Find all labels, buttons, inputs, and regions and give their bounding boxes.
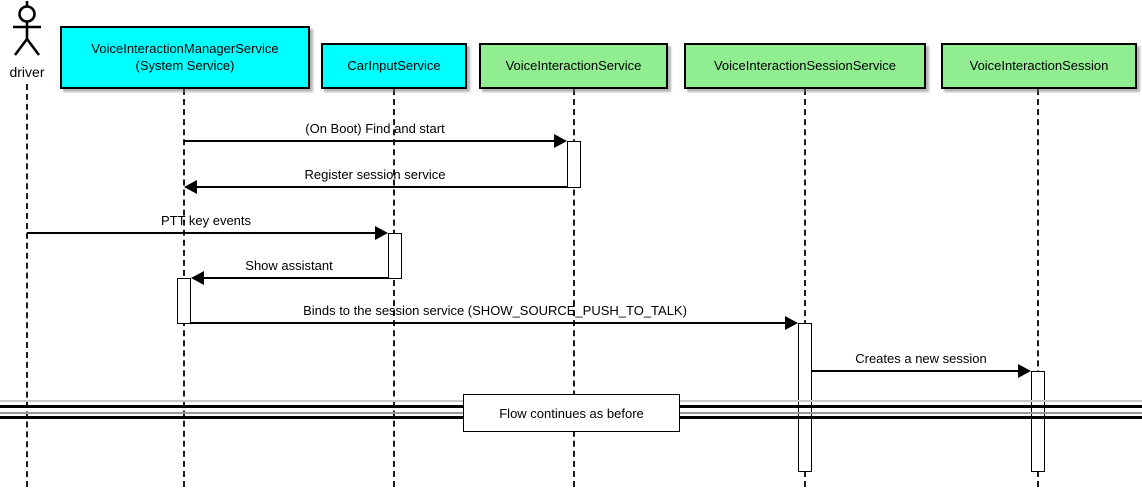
participant-label: CarInputService bbox=[347, 57, 441, 73]
lifeline-voice-interaction-service bbox=[573, 89, 575, 487]
participant-voice-interaction-manager-service: VoiceInteractionManagerService (System S… bbox=[60, 26, 310, 89]
participant-sublabel: (System Service) bbox=[135, 57, 235, 73]
message-label: Register session service bbox=[304, 167, 446, 182]
activation-voice-interaction-session-service bbox=[798, 323, 812, 472]
stick-figure-icon bbox=[13, 1, 41, 56]
activation-voice-interaction-session bbox=[1031, 371, 1045, 472]
message-label: PTT key events bbox=[160, 213, 252, 228]
message-line bbox=[184, 140, 555, 142]
actor-driver: driver bbox=[0, 0, 54, 90]
lifeline-driver bbox=[26, 84, 28, 487]
message-label: (On Boot) Find and start bbox=[305, 121, 445, 136]
divider-label: Flow continues as before bbox=[499, 405, 644, 421]
arrowhead-right-icon bbox=[1018, 364, 1031, 378]
arrowhead-right-icon bbox=[375, 226, 388, 240]
message-label: Binds to the session service (SHOW_SOURC… bbox=[303, 303, 687, 318]
message-line bbox=[27, 232, 376, 234]
lifeline-car-input-service bbox=[393, 89, 395, 487]
lifeline-voice-interaction-session bbox=[1037, 89, 1039, 487]
message-label: Show assistant bbox=[245, 258, 333, 273]
participant-car-input-service: CarInputService bbox=[321, 43, 467, 89]
arrowhead-left-icon bbox=[191, 271, 204, 285]
participant-label: VoiceInteractionSession bbox=[969, 57, 1109, 73]
message-line bbox=[204, 277, 388, 279]
activation-voice-interaction-service bbox=[567, 141, 581, 188]
divider-label-box: Flow continues as before bbox=[463, 394, 680, 432]
message-label: Creates a new session bbox=[855, 351, 987, 366]
participant-voice-interaction-service: VoiceInteractionService bbox=[479, 43, 668, 89]
participant-voice-interaction-session-service: VoiceInteractionSessionService bbox=[684, 43, 926, 89]
message-line bbox=[196, 186, 567, 188]
participant-label: VoiceInteractionManagerService bbox=[91, 41, 279, 57]
lifeline-voice-interaction-session-service bbox=[804, 89, 806, 487]
activation-voice-interaction-manager-service bbox=[177, 278, 191, 324]
participant-label: VoiceInteractionService bbox=[505, 57, 642, 73]
participant-voice-interaction-session: VoiceInteractionSession bbox=[941, 43, 1137, 89]
message-line bbox=[191, 322, 786, 324]
activation-car-input-service bbox=[388, 233, 402, 279]
participant-label: VoiceInteractionSessionService bbox=[713, 57, 897, 73]
actor-label: driver bbox=[9, 64, 45, 80]
arrowhead-right-icon bbox=[554, 134, 567, 148]
message-line bbox=[812, 370, 1019, 372]
arrowhead-right-icon bbox=[785, 316, 798, 330]
arrowhead-left-icon bbox=[184, 180, 197, 194]
